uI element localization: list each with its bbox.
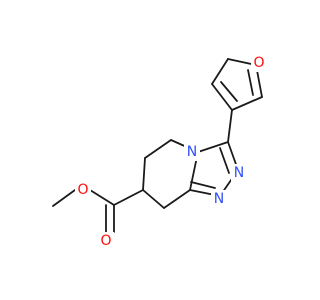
atom-label-carbonyl-oxygen: O [100, 233, 111, 249]
atom-label-triazole-nitrogen-2: N [234, 165, 244, 181]
bond [220, 81, 238, 102]
atom-label-ester-oxygen: O [77, 182, 88, 198]
bond [113, 189, 144, 206]
bond [144, 139, 172, 159]
bond [197, 141, 229, 153]
bond [142, 189, 165, 209]
bond [211, 58, 229, 85]
bond-layer [52, 58, 263, 233]
bond [227, 109, 233, 143]
bond [89, 189, 115, 206]
atom-label-triazole-nitrogen-1: N [214, 191, 224, 207]
bond [211, 83, 233, 111]
bond [219, 147, 230, 174]
bond [52, 189, 76, 207]
atom-label-layer: O N N N O O [75, 54, 267, 250]
molecule-canvas: O N N N O O [52, 54, 267, 250]
bond [163, 189, 191, 209]
bond [247, 69, 254, 96]
bond [190, 181, 216, 189]
atom-label-bridgehead-nitrogen: N [187, 144, 197, 160]
molecule-structure-diagram: O N N N O O [52, 54, 267, 250]
bond [142, 157, 146, 191]
bond [231, 96, 263, 111]
atom-label-furan-oxygen: O [253, 55, 264, 71]
